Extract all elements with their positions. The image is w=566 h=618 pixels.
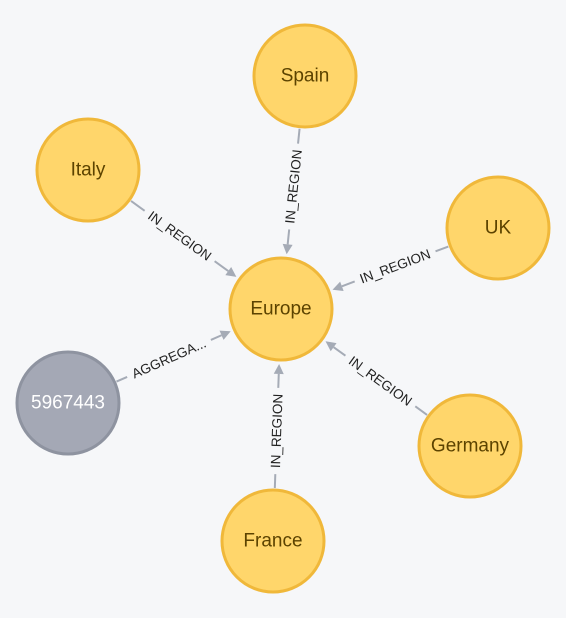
circle-node-icon[interactable]	[445, 175, 551, 281]
relationship-type-label: IN_REGION	[282, 149, 305, 224]
node-germany[interactable]: Germany	[417, 393, 523, 499]
relationship-line[interactable]	[130, 200, 146, 212]
relationship-uk-to-europe[interactable]: IN_REGION	[332, 245, 449, 291]
relationship-type-label: IN_REGION	[268, 394, 286, 469]
relationship-line[interactable]	[116, 375, 128, 383]
relationship-line[interactable]	[414, 405, 428, 416]
arrowhead-icon	[332, 281, 344, 291]
node-italy[interactable]: Italy	[35, 117, 141, 223]
circle-node-icon[interactable]	[15, 350, 121, 456]
relationship-line[interactable]	[333, 346, 347, 357]
relationship-france-to-europe[interactable]: IN_REGION	[268, 363, 286, 489]
relationship-line[interactable]	[286, 229, 291, 245]
arrowhead-icon	[225, 266, 237, 277]
relationship-type-label: IN_REGION	[145, 208, 214, 264]
relationship-line[interactable]	[214, 260, 229, 272]
circle-node-icon[interactable]	[252, 23, 358, 129]
arrowhead-icon	[273, 363, 284, 375]
relationship-line[interactable]	[210, 334, 222, 341]
arrowhead-icon	[325, 341, 337, 352]
node-agg[interactable]: 5967443	[15, 350, 121, 456]
relationship-type-label: AGGREGA...	[130, 336, 209, 382]
arrowhead-icon	[282, 243, 293, 255]
relationship-agg-to-europe[interactable]: AGGREGA...	[116, 330, 231, 383]
relationship-line[interactable]	[341, 280, 356, 288]
circle-node-icon[interactable]	[220, 488, 326, 594]
circle-node-icon[interactable]	[228, 256, 334, 362]
relationship-italy-to-europe[interactable]: IN_REGION	[130, 200, 237, 277]
arrowhead-icon	[219, 330, 231, 340]
node-europe[interactable]: Europe	[228, 256, 334, 362]
relationship-type-label: IN_REGION	[358, 246, 433, 286]
circle-node-icon[interactable]	[417, 393, 523, 499]
node-france[interactable]: France	[220, 488, 326, 594]
relationship-germany-to-europe[interactable]: IN_REGION	[325, 341, 428, 416]
node-uk[interactable]: UK	[445, 175, 551, 281]
circle-node-icon[interactable]	[35, 117, 141, 223]
relationship-spain-to-europe[interactable]: IN_REGION	[282, 128, 305, 255]
relationship-line[interactable]	[435, 245, 449, 253]
relationship-line[interactable]	[297, 128, 301, 144]
node-spain[interactable]: Spain	[252, 23, 358, 129]
relationship-type-label: IN_REGION	[346, 353, 415, 409]
